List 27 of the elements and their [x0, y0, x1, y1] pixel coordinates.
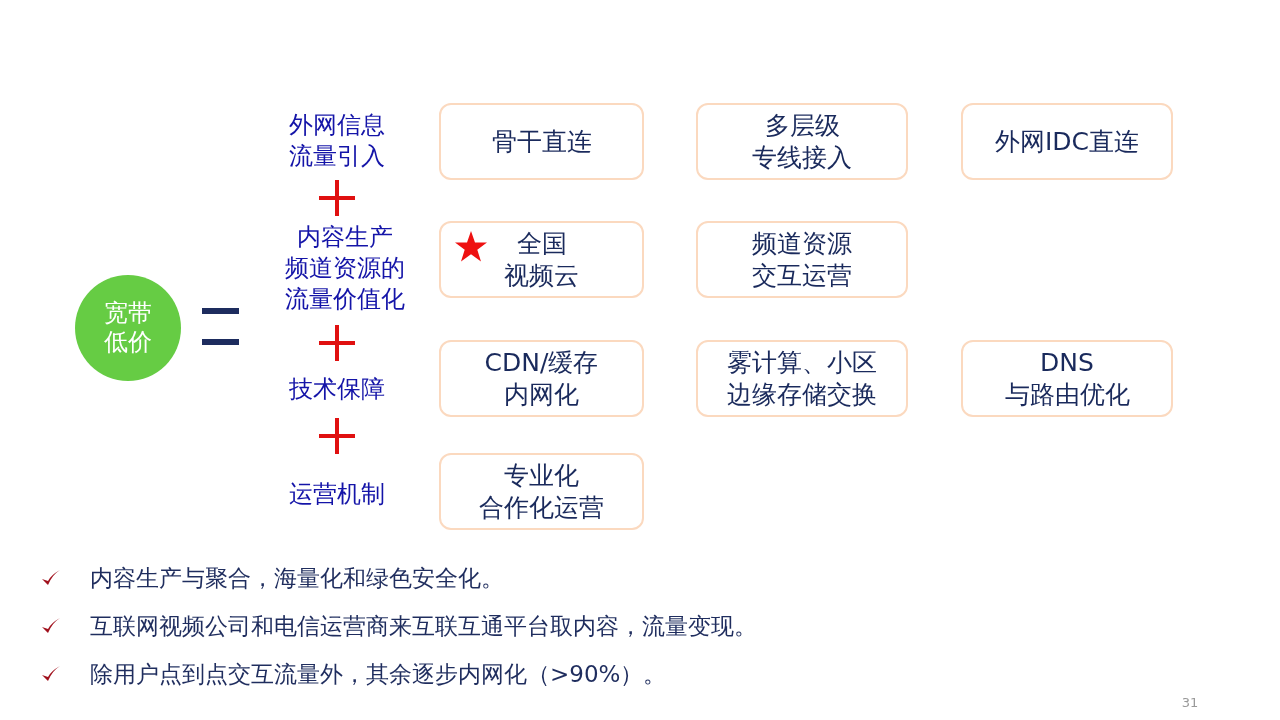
rounded-box [696, 103, 908, 180]
rounded-box [961, 103, 1173, 180]
box-text: 频道资源交互运营 [752, 227, 852, 292]
category-label: 运营机制 [289, 478, 385, 510]
box-text: 外网IDC直连 [994, 125, 1140, 158]
rounded-box [961, 340, 1173, 417]
box-text: DNS与路由优化 [1004, 346, 1130, 411]
bullet-text: 内容生产与聚合，海量化和绿色安全化。 [90, 564, 504, 593]
box-text: 全国视频云 [504, 227, 579, 292]
rounded-box [439, 103, 644, 180]
category-label: 技术保障 [289, 373, 385, 405]
box-text: 专业化合作化运营 [479, 459, 604, 524]
rounded-box [696, 340, 908, 417]
category-label: 内容生产频道资源的流量价值化 [285, 221, 405, 315]
box-text: CDN/缓存内网化 [484, 346, 599, 411]
rounded-box [439, 221, 644, 298]
rounded-box [439, 453, 644, 530]
bullet-text: 除用户点到点交互流量外，其余逐步内网化（>90%）。 [90, 660, 667, 689]
box-text: 雾计算、小区边缘存储交换 [727, 346, 877, 411]
rounded-box [696, 221, 908, 298]
category-label: 外网信息流量引入 [289, 110, 385, 172]
rounded-box [439, 340, 644, 417]
box-text: 多层级专线接入 [752, 109, 852, 174]
box-text: 骨干直连 [491, 125, 592, 158]
bullet-text: 互联网视频公司和电信运营商来互联互通平台取内容，流量变现。 [90, 612, 757, 641]
circle-text: 宽带低价 [104, 299, 152, 357]
page-number: 31 [1181, 695, 1199, 711]
